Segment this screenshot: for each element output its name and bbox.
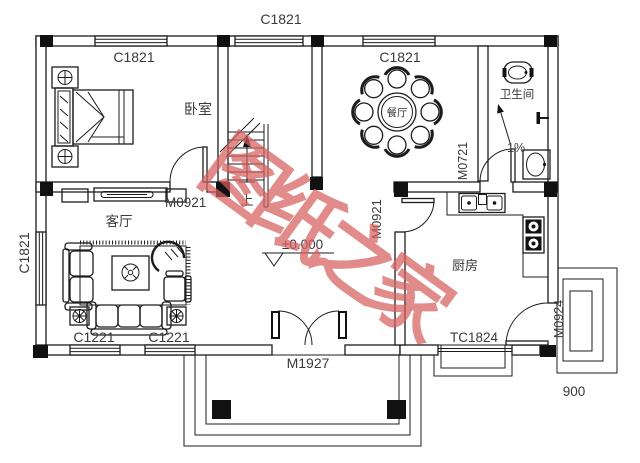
label-window-top-center: C1821 [260,11,301,27]
wall-bottom-kitchen-b [511,344,541,356]
window-front-left [69,344,121,356]
columns [33,35,557,358]
window-living-left [35,231,47,306]
label-room-dining: 餐厅 [387,106,408,119]
stair-break-line [225,122,261,158]
wall-bottom-kitchen-a [399,344,439,356]
stairs [219,117,269,208]
dining-furniture [351,66,443,158]
doors [169,146,549,346]
label-floor-level: ±0.000 [282,237,323,252]
stair-direction-arrow [239,134,255,183]
label-door-front: M1927 [287,355,330,371]
wall-bedroom-south-a [35,181,171,193]
window-bedroom-top [94,35,168,47]
lounge-chair [150,240,186,272]
label-window-front-left: C1221 [73,329,114,345]
kitchen-sink [458,192,506,214]
label-window-bedroom: C1821 [113,49,154,65]
wall-stair-dining [311,45,323,178]
window-front-right [144,344,196,356]
bathroom-fixtures [497,61,551,180]
door-bedroom [169,146,208,183]
sofa-three-seat [86,301,172,336]
stair-break-line [219,117,255,153]
wall-bottom-hall [344,344,401,356]
label-door-kitchen: M0921 [369,199,384,239]
windows [35,35,436,356]
tv-cabinet [61,187,187,203]
loveseat [62,242,94,311]
label-door-back: M0924 [552,300,566,338]
bed [54,87,134,147]
label-room-bedroom: 卧室 [184,101,212,117]
nightstand [51,145,79,168]
label-kitchen-bay: TC1824 [450,330,499,345]
door-bathroom [479,148,516,183]
dining-table [377,92,417,132]
porch-column [212,400,231,419]
wall-dining-bath [477,45,489,182]
label-window-dining: C1821 [379,49,420,65]
label-window-living-left: C1821 [16,232,32,273]
plant-table [166,306,187,326]
door-kitchen [401,197,435,233]
wall-hall-kitchen [394,231,406,346]
door-front-double [271,310,347,346]
label-door-bathroom: M0721 [456,142,470,180]
label-room-living: 客厅 [106,213,133,229]
wall-left [35,35,47,358]
slope-arrow [497,104,512,147]
door-kitchen-back [505,302,549,346]
rug [79,240,191,306]
watermark: 图纸之家 [186,120,468,359]
label-slope: 1% [507,141,525,155]
level-marker [262,252,334,267]
labels: C1821 C1821 C1821 C1821 卧室 餐厅 卫生间 客厅 厨房 … [16,11,585,399]
toilet [502,61,534,84]
front-porch-steps [183,354,422,447]
side-steps [556,267,618,374]
kitchen-fixtures [446,192,548,278]
bath-sink [522,149,551,180]
plant-table [69,306,90,326]
coffee-table [111,255,150,291]
label-stairs-up: 上 [240,193,253,208]
window-dining-top [362,35,436,47]
window-stair-top [234,35,304,47]
label-room-kitchen: 厨房 [452,258,478,273]
label-side-steps-width: 900 [563,384,586,399]
armchair [163,270,192,303]
wall-faucet [536,112,549,124]
living-furniture [61,187,192,336]
kitchen-counter [446,192,548,278]
nightstand [51,66,79,89]
label-room-bathroom: 卫生间 [500,87,535,101]
label-door-bedroom: M0921 [165,195,206,210]
kitchen-bay [433,344,513,377]
stove [522,216,545,254]
porch-column [387,400,406,419]
label-window-front-right: C1221 [148,329,189,345]
bedroom-furniture [51,66,134,168]
